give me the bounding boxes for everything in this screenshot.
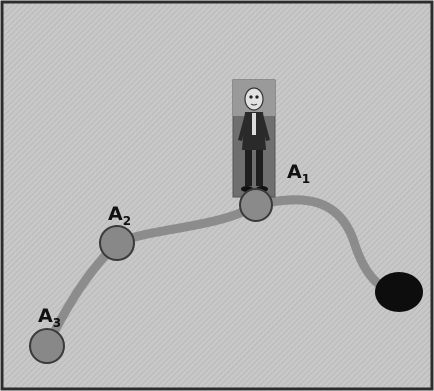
label-a2: A2 [108,203,131,228]
label-a3: A3 [38,305,61,330]
node-a2 [99,225,135,261]
person-figure [232,79,276,198]
node-a1 [239,188,273,222]
label-a1-sub: 1 [302,172,310,186]
label-a2-base: A [108,203,123,225]
label-a3-base: A [38,305,53,327]
label-a2-sub: 2 [123,214,131,228]
standing-person-icon [238,87,270,192]
label-a3-sub: 3 [53,316,61,330]
end-node [375,272,423,312]
label-a1-base: A [287,161,302,183]
label-a1: A1 [287,161,310,186]
node-a3 [29,328,65,364]
